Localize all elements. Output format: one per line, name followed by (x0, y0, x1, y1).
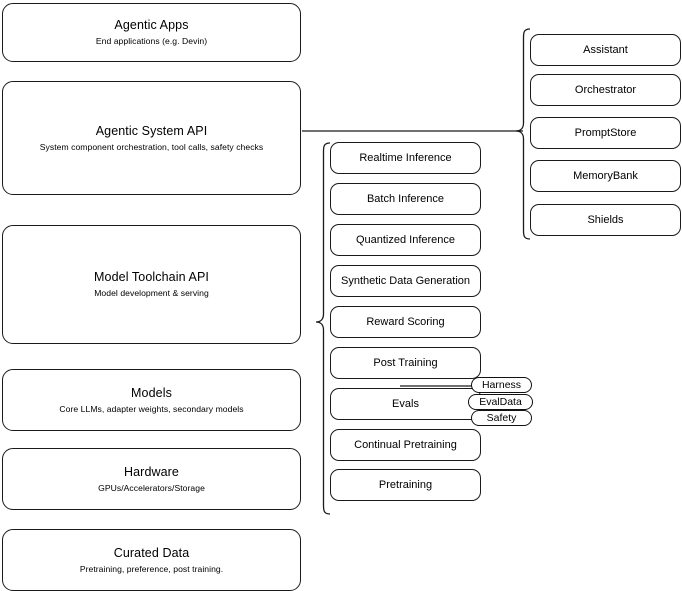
layer-title: Agentic System API (95, 123, 208, 138)
layer-subtitle: System component orchestration, tool cal… (39, 141, 264, 152)
toolchain-component-quantized-inference[interactable]: Quantized Inference (330, 224, 481, 256)
layer-agentic-system-api[interactable]: Agentic System API System component orch… (2, 81, 301, 195)
toolchain-component-batch-inference[interactable]: Batch Inference (330, 183, 481, 215)
system-component-orchestrator[interactable]: Orchestrator (530, 74, 681, 106)
system-component-assistant[interactable]: Assistant (530, 34, 681, 66)
layer-title: Hardware (124, 464, 179, 479)
toolchain-component-realtime-inference[interactable]: Realtime Inference (330, 142, 481, 174)
toolchain-component-reward-scoring[interactable]: Reward Scoring (330, 306, 481, 338)
toolchain-component-evals[interactable]: Evals (330, 388, 481, 420)
layer-title: Curated Data (113, 545, 190, 560)
layer-agentic-apps[interactable]: Agentic Apps End applications (e.g. Devi… (2, 3, 301, 62)
layer-subtitle: Model development & serving (94, 288, 209, 298)
evals-subcomponent-harness[interactable]: Harness (471, 377, 532, 393)
layer-subtitle: GPUs/Accelerators/Storage (98, 482, 205, 493)
layer-model-toolchain-api[interactable]: Model Toolchain API Model development & … (2, 225, 301, 344)
toolchain-component-synthetic-data-generation[interactable]: Synthetic Data Generation (330, 265, 481, 297)
system-component-promptstore[interactable]: PromptStore (530, 117, 681, 149)
layer-hardware[interactable]: Hardware GPUs/Accelerators/Storage (2, 448, 301, 510)
toolchain-component-continual-pretraining[interactable]: Continual Pretraining (330, 429, 481, 461)
system-component-memorybank[interactable]: MemoryBank (530, 160, 681, 192)
layer-models[interactable]: Models Core LLMs, adapter weights, secon… (2, 369, 301, 431)
layer-title: Model Toolchain API (94, 270, 209, 284)
layer-subtitle: Pretraining, preference, post training. (79, 563, 224, 574)
layer-subtitle: End applications (e.g. Devin) (95, 36, 208, 46)
evals-subcomponent-evaldata[interactable]: EvalData (468, 394, 533, 410)
evals-subcomponent-safety[interactable]: Safety (471, 410, 532, 426)
layer-title: Agentic Apps (114, 18, 189, 32)
layer-subtitle: Core LLMs, adapter weights, secondary mo… (59, 403, 244, 414)
toolchain-component-post-training[interactable]: Post Training (330, 347, 481, 379)
layer-curated-data[interactable]: Curated Data Pretraining, preference, po… (2, 529, 301, 591)
layer-title: Models (131, 385, 172, 400)
brace-toolchain-components (315, 142, 331, 515)
system-component-shields[interactable]: Shields (530, 204, 681, 236)
toolchain-component-pretraining[interactable]: Pretraining (330, 469, 481, 501)
brace-system-components (515, 28, 531, 240)
